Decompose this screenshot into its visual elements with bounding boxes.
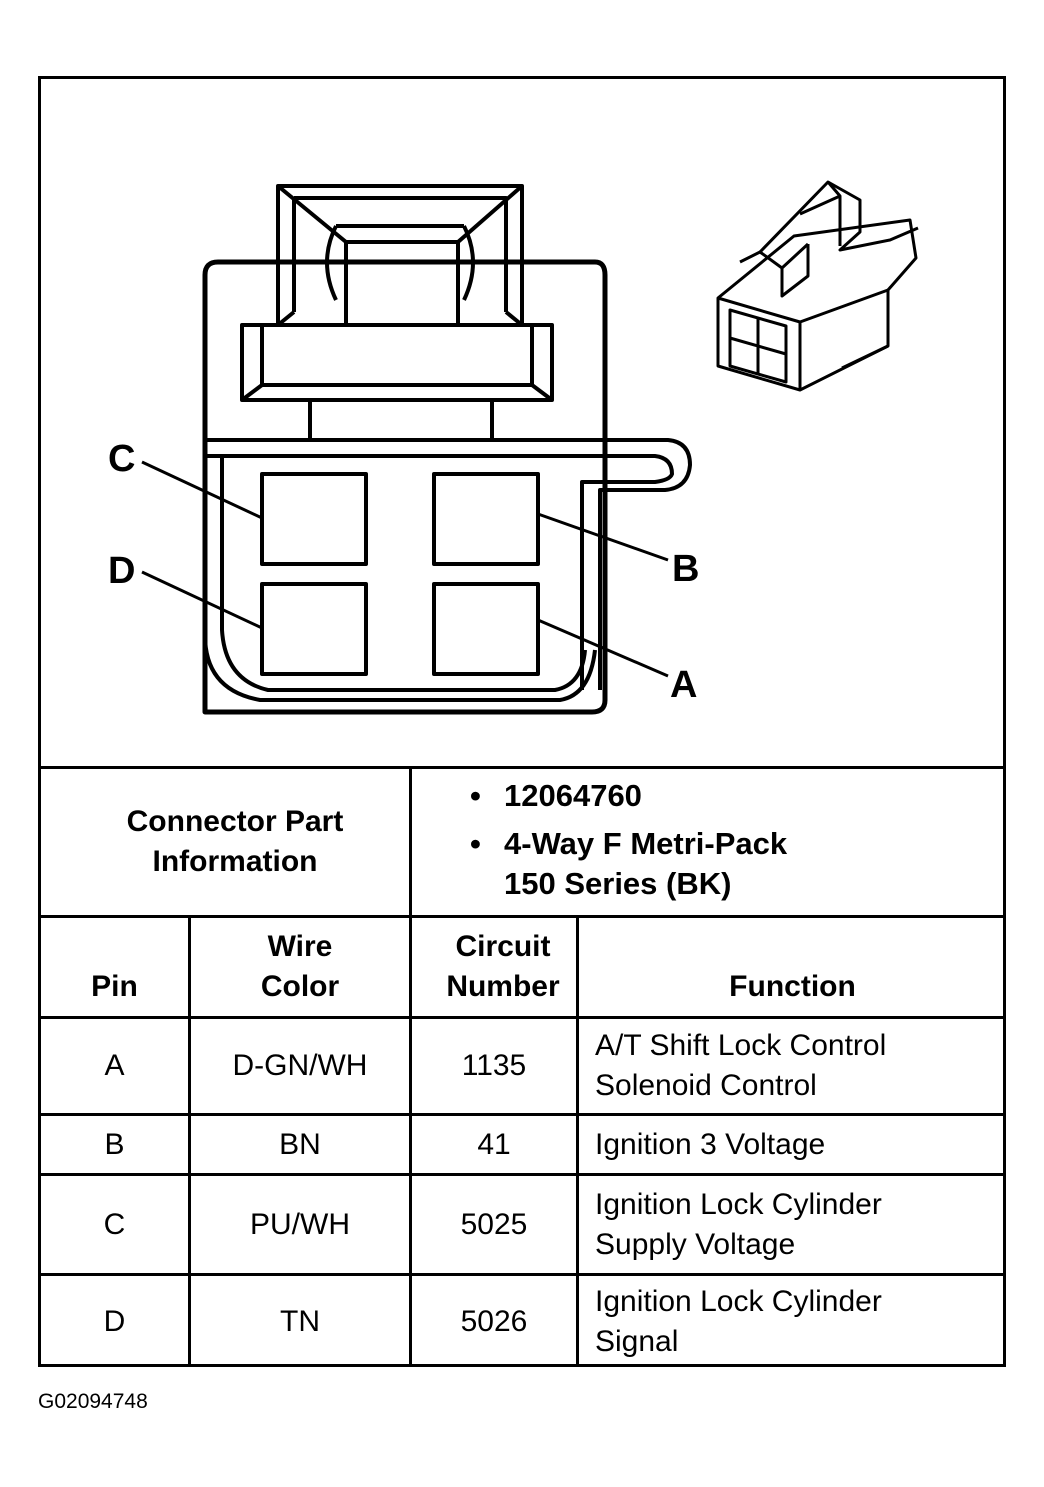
- part-number: 12064760: [504, 778, 642, 813]
- row-d-pin: D: [103, 1304, 126, 1338]
- figure-id: G02094748: [38, 1390, 148, 1413]
- cavity-c: [260, 472, 368, 566]
- cavity-b: [432, 472, 540, 566]
- row-a-function: A/T Shift Lock Control Solenoid Control: [595, 1029, 887, 1102]
- list-item: • 12064760: [470, 776, 990, 816]
- row-d-wire-color: TN: [280, 1304, 320, 1338]
- row-b-pin: B: [104, 1127, 125, 1161]
- connector-type: 4-Way F Metri-Pack 150 Series (BK): [504, 826, 788, 901]
- leader-c: [141, 460, 263, 520]
- connector-diagram: [141, 180, 919, 715]
- pin-label-d: D: [108, 550, 136, 592]
- row-a-circuit: 1135: [461, 1049, 527, 1082]
- divider: [38, 1113, 1006, 1116]
- header-circuit-number: Circuit Number: [446, 930, 560, 1003]
- cavity-d: [260, 582, 368, 676]
- divider: [188, 915, 191, 1367]
- pin-label-a: A: [670, 664, 698, 706]
- row-d-function: Ignition Lock Cylinder Signal: [595, 1284, 882, 1358]
- row-c-function: Ignition Lock Cylinder Supply Voltage: [595, 1187, 882, 1261]
- row-a-wire-color: D-GN/WH: [232, 1049, 368, 1082]
- divider: [38, 1173, 1006, 1176]
- cavity-a: [432, 582, 540, 676]
- row-b-circuit: 41: [477, 1127, 511, 1161]
- figure-frame: [38, 76, 1006, 1367]
- leader-b: [537, 512, 669, 562]
- header-wire-color: Wire Color: [260, 930, 340, 1003]
- divider: [409, 766, 412, 1367]
- header-function: Function: [729, 970, 856, 1003]
- divider: [38, 915, 1006, 918]
- connector-face-view: [141, 184, 692, 715]
- row-b-function: Ignition 3 Voltage: [595, 1127, 826, 1161]
- part-info-bullets: • 12064760 • 4-Way F Metri-Pack 150 Seri…: [470, 776, 990, 912]
- row-b-wire-color: BN: [279, 1127, 321, 1161]
- divider: [576, 915, 579, 1367]
- leader-a: [537, 618, 669, 678]
- divider: [38, 1273, 1006, 1276]
- row-c-wire-color: PU/WH: [250, 1207, 350, 1241]
- divider: [38, 766, 1006, 769]
- bullet-icon: •: [470, 826, 481, 861]
- header-pin: Pin: [91, 970, 138, 1003]
- row-d-circuit: 5026: [460, 1304, 528, 1338]
- pin-label-b: B: [672, 548, 700, 590]
- bullet-icon: •: [470, 778, 481, 813]
- connector-iso-view: [716, 180, 919, 392]
- row-a-pin: A: [104, 1049, 125, 1082]
- leader-d: [141, 570, 263, 630]
- row-c-pin: C: [103, 1207, 126, 1241]
- pin-label-c: C: [108, 438, 136, 480]
- list-item: • 4-Way F Metri-Pack 150 Series (BK): [470, 824, 990, 904]
- row-c-circuit: 5025: [460, 1207, 528, 1241]
- divider: [38, 1016, 1006, 1019]
- part-info-label: Connector Part Information: [126, 805, 344, 878]
